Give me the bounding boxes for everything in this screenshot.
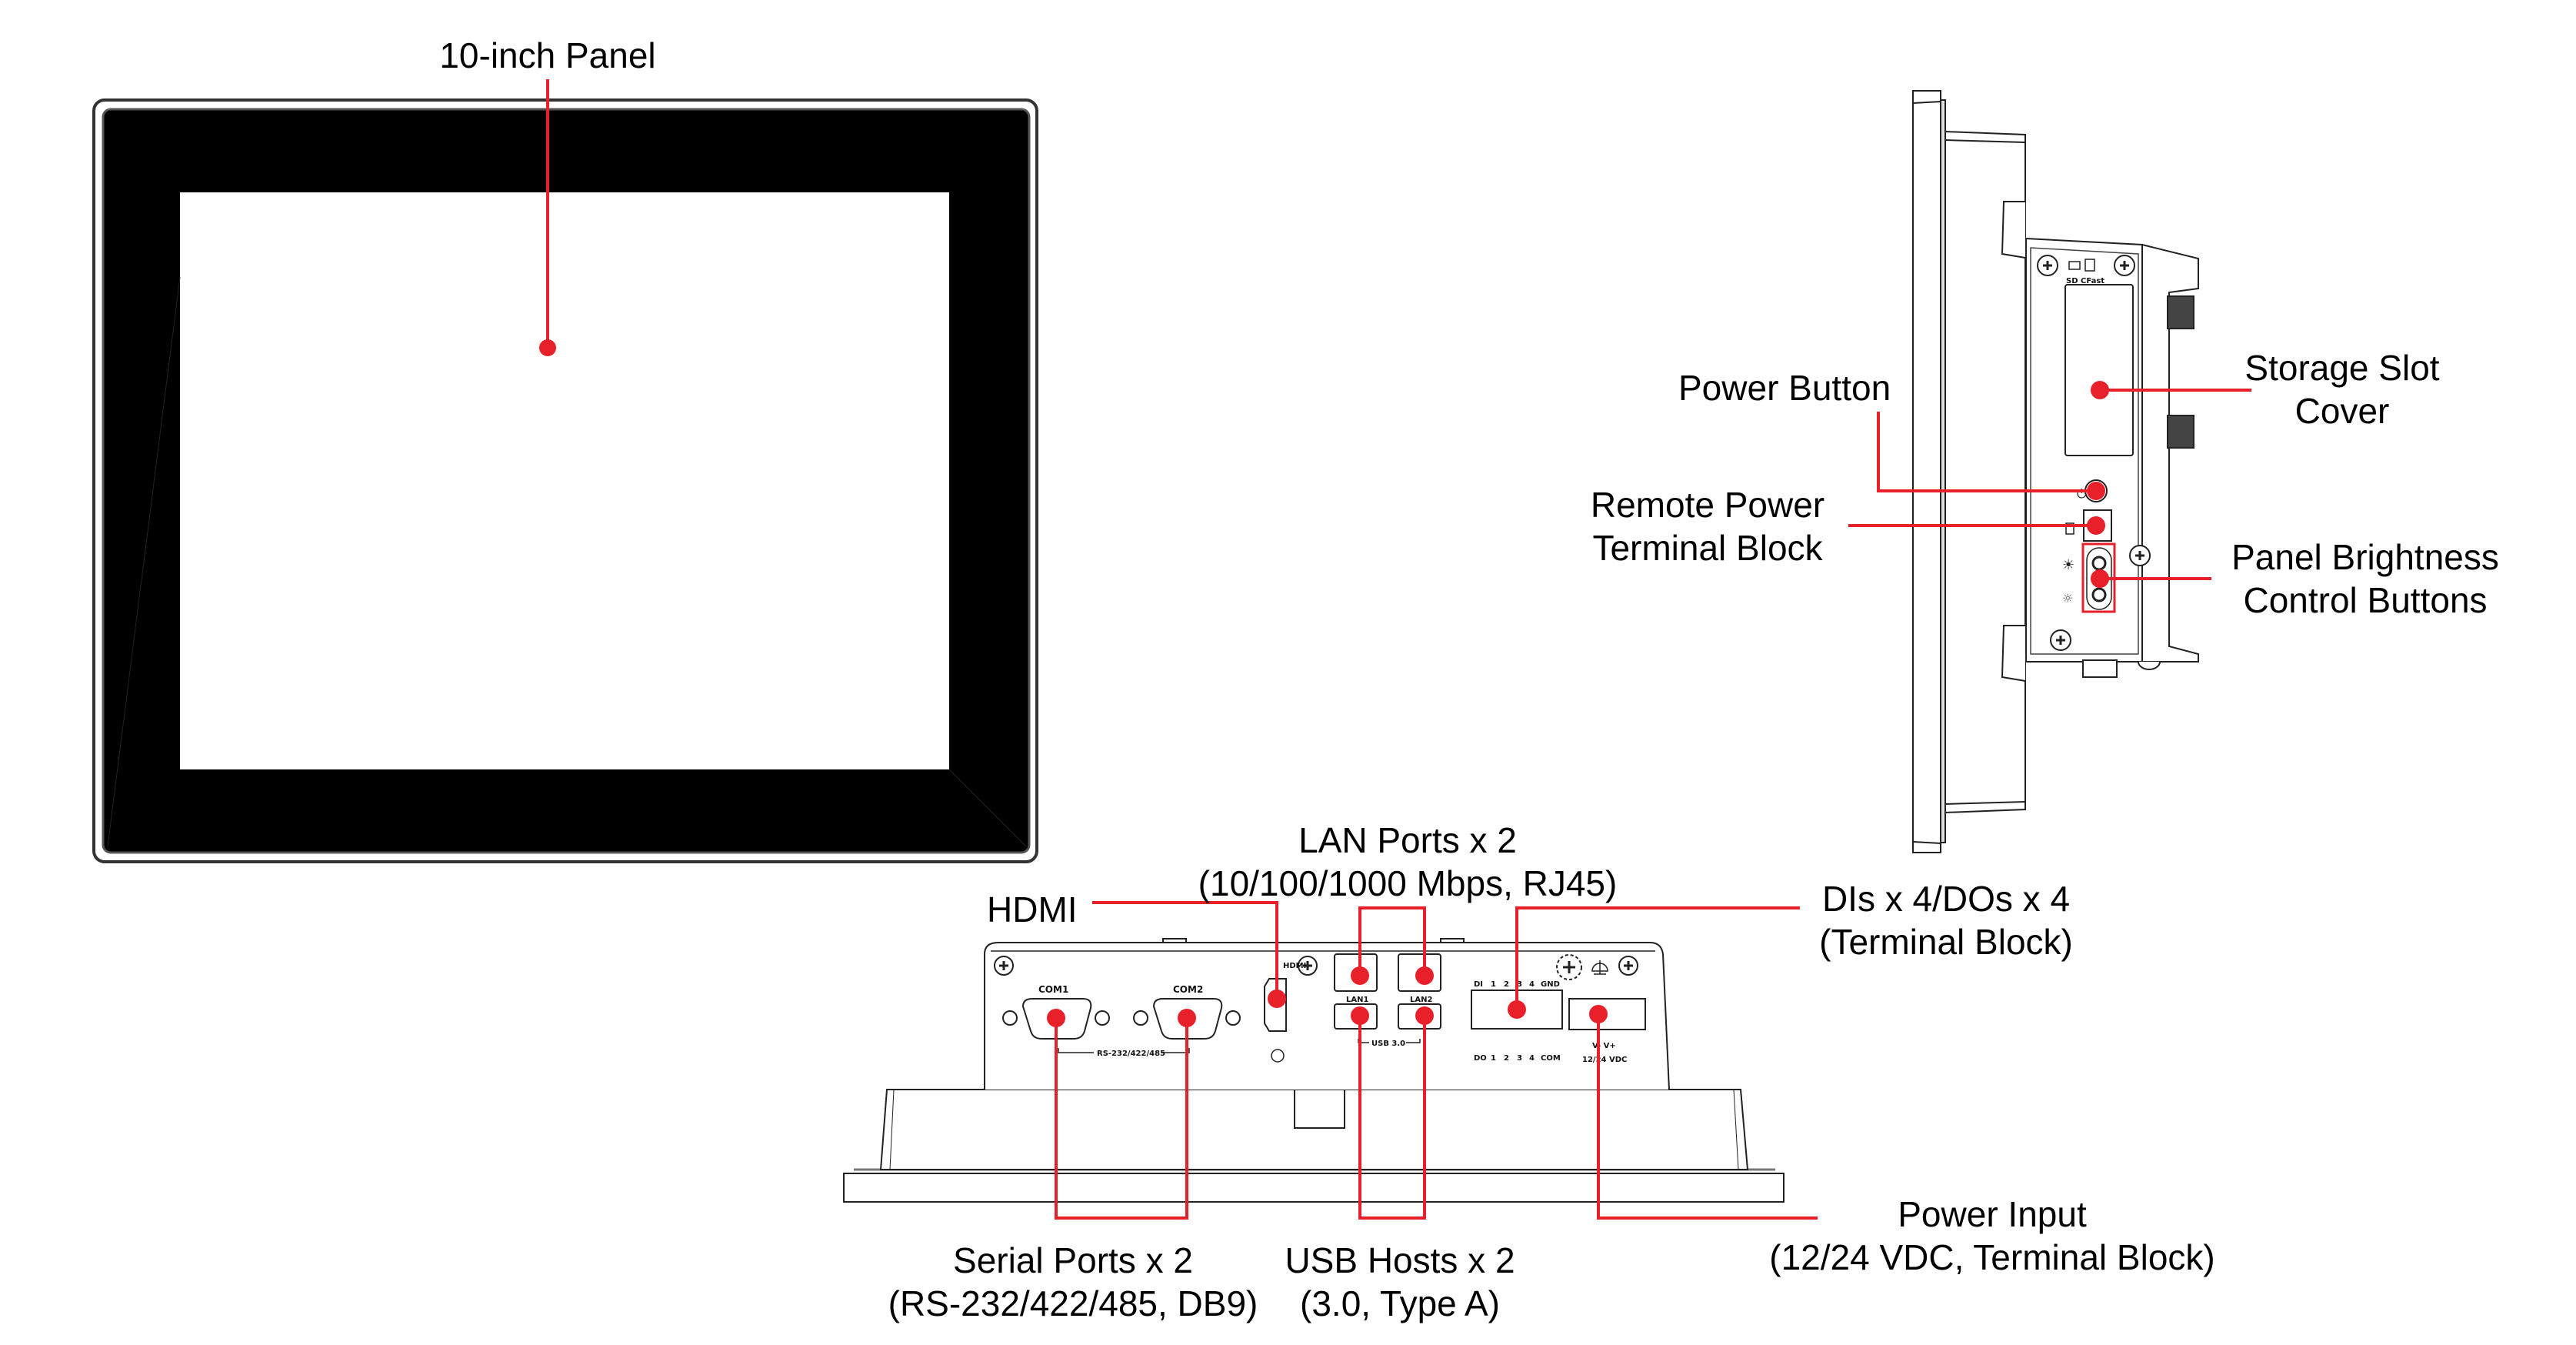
- leader-power-input: [1597, 1014, 1818, 1220]
- side-rear-profile: [2141, 244, 2199, 662]
- brightness-down-button[interactable]: [2091, 587, 2107, 602]
- callout-power-input: Power Input (12/24 VDC, Terminal Block): [1769, 1194, 2215, 1277]
- brightness-up-button[interactable]: [2091, 556, 2107, 571]
- side-view: SD CFast ⏻ ☀ ☼: [1912, 90, 2199, 853]
- callout-leaders: [546, 79, 2251, 1220]
- remote-terminal-icon: [2065, 522, 2074, 535]
- ground-symbol-icon: [1591, 960, 1608, 975]
- power-rating-marking: 12/24 VDC: [1582, 1056, 1627, 1064]
- svg-text:GND: GND: [1541, 980, 1560, 989]
- brightness-up-icon: ☀: [2062, 557, 2074, 573]
- sd-marking: SD: [2066, 277, 2078, 285]
- leader-serial: [1055, 1018, 1188, 1220]
- callout-dots: [539, 339, 2109, 1027]
- brightness-bracket: [2081, 542, 2116, 613]
- storage-slot-cover-shape: [2064, 284, 2134, 456]
- hdmi-marking: HDMI: [1283, 962, 1306, 970]
- screw-icon: [2114, 255, 2135, 276]
- di-row: DI 1 2 3 4 GND: [1474, 980, 1560, 989]
- svg-text:DI: DI: [1474, 980, 1483, 989]
- dot-com2: [1178, 1009, 1196, 1027]
- callout-panel: 10-inch Panel: [439, 35, 656, 75]
- callout-lan: LAN Ports x 2 (10/100/1000 Mbps, RJ45): [1198, 820, 1618, 903]
- svg-text:COM: COM: [1541, 1054, 1561, 1063]
- callout-brightness: Panel Brightness Control Buttons: [2231, 537, 2499, 620]
- bezel-reflection-right: [948, 769, 1027, 847]
- leader-hdmi: [1092, 901, 1278, 999]
- bezel-reflection-left: [107, 276, 181, 847]
- screw-icon: [2050, 629, 2071, 651]
- screw-icon: [1618, 956, 1638, 976]
- dot-lan1: [1351, 966, 1369, 985]
- dot-power-button: [2087, 482, 2105, 500]
- dot-dio: [1508, 1000, 1526, 1019]
- mounting-clip-top: [2001, 201, 2026, 259]
- dot-power-input: [1589, 1005, 1608, 1023]
- cfast-card-icon: [2084, 259, 2095, 272]
- dot-usb2: [1415, 1006, 1434, 1025]
- screw-icon: [2037, 255, 2058, 276]
- svg-text:3: 3: [1517, 980, 1522, 989]
- screw-icon: [2129, 545, 2151, 566]
- do-row: DO 1 2 3 4 COM: [1474, 1054, 1561, 1063]
- leader-usb: [1358, 1016, 1426, 1220]
- front-screen: [180, 192, 949, 769]
- svg-text:2: 2: [1504, 980, 1509, 989]
- callout-usb: USB Hosts x 2 (3.0, Type A): [1285, 1240, 1515, 1323]
- front-view: [92, 98, 1038, 863]
- usb-group-marking: USB 3.0: [1371, 1040, 1405, 1048]
- callout-storage: Storage Slot Cover: [2244, 348, 2440, 431]
- svg-text:4: 4: [1529, 980, 1535, 989]
- bottom-view: COM1 COM2 RS-232/422/485 HDMI LAN1 LAN2 …: [843, 938, 1785, 1203]
- svg-text:4: 4: [1529, 1054, 1535, 1063]
- dot-hdmi: [1268, 990, 1286, 1008]
- callout-hdmi: HDMI: [987, 889, 1078, 929]
- leader-power-button: [1877, 412, 2096, 492]
- callout-power-button: Power Button: [1678, 368, 1891, 408]
- bottom-bezel: [843, 1173, 1785, 1203]
- brightness-down-icon: ☼: [2062, 591, 2073, 606]
- dot-storage: [2091, 381, 2109, 399]
- screw-icon: [1298, 956, 1318, 976]
- svg-text:2: 2: [1504, 1054, 1509, 1063]
- dot-remote-power: [2087, 516, 2105, 535]
- dot-com1: [1047, 1009, 1065, 1027]
- dot-usb1: [1351, 1006, 1369, 1025]
- ground-screw-icon: [1556, 954, 1582, 980]
- sd-card-icon: [2068, 261, 2081, 270]
- power-symbol-icon: ⏻: [2077, 486, 2087, 501]
- svg-text:1: 1: [1491, 980, 1496, 989]
- screw-icon: [994, 956, 1014, 976]
- bottom-io-chassis: [984, 942, 1670, 1090]
- callout-serial: Serial Ports x 2 (RS-232/422/485, DB9): [888, 1240, 1258, 1323]
- callout-dio: DIs x 4/DOs x 4 (Terminal Block): [1819, 879, 2073, 962]
- com1-marking: COM1: [1038, 984, 1068, 995]
- side-bezel: [1912, 90, 1941, 853]
- leader-lan: [1358, 906, 1426, 976]
- dot-brightness: [2091, 569, 2109, 588]
- dot-panel: [539, 339, 556, 356]
- mounting-clip-bottom: [2001, 625, 2026, 682]
- svg-text:DO: DO: [1474, 1054, 1487, 1063]
- cfast-marking: CFast: [2081, 277, 2104, 285]
- callout-remote-power: Remote Power Terminal Block: [1590, 485, 1825, 568]
- serial-group-marking: RS-232/422/485: [1097, 1050, 1165, 1058]
- com2-marking: COM2: [1173, 984, 1203, 995]
- power-pins-marking: V- V+: [1592, 1042, 1616, 1050]
- svg-text:3: 3: [1517, 1054, 1522, 1063]
- leader-dio: [1515, 906, 1800, 1010]
- dot-lan2: [1415, 966, 1434, 985]
- svg-text:1: 1: [1491, 1054, 1496, 1063]
- lan2-marking: LAN2: [1410, 996, 1432, 1004]
- lan1-marking: LAN1: [1346, 996, 1368, 1004]
